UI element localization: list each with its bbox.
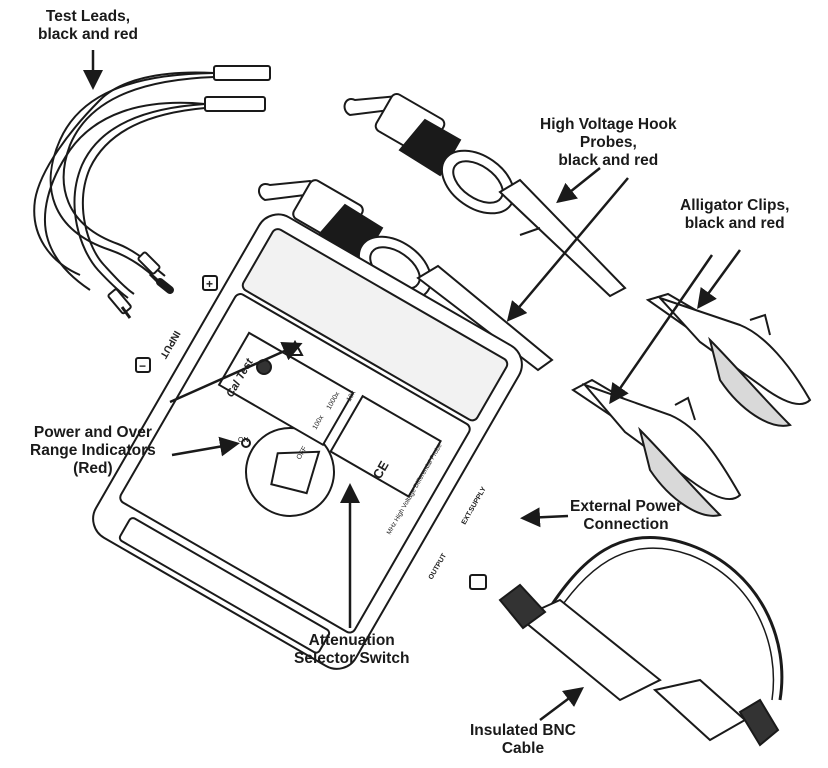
label-test-leads-line-1: Test Leads, bbox=[45, 8, 131, 25]
label-hook-probes-line-1: High Voltage Hook bbox=[540, 116, 677, 133]
label-test-leads: Test Leads, black and red bbox=[38, 8, 138, 44]
bnc-cable bbox=[498, 535, 784, 747]
device-on-label: ON bbox=[238, 437, 249, 444]
label-test-leads-line-2: black and red bbox=[38, 26, 138, 43]
label-hook-probes-line-2: Probes, bbox=[579, 134, 637, 151]
probe-body bbox=[92, 213, 523, 670]
label-bnc-cable-line-2: Cable bbox=[501, 740, 545, 757]
label-indicators: Power and Over Range Indicators (Red) bbox=[30, 424, 156, 478]
label-bnc-cable: Insulated BNC Cable bbox=[470, 722, 576, 758]
label-bnc-cable-line-1: Insulated BNC bbox=[470, 722, 576, 739]
label-hook-probes-line-3: black and red bbox=[558, 152, 659, 169]
alligator-clip-lower bbox=[571, 378, 742, 517]
label-alligator-clips-line-2: black and red bbox=[684, 215, 785, 232]
label-external-power: External Power Connection bbox=[570, 498, 682, 534]
label-hook-probes: High Voltage Hook Probes, black and red bbox=[540, 116, 677, 170]
device-minus-label: − bbox=[139, 359, 146, 373]
label-attenuation: Attenuation Selector Switch bbox=[294, 632, 409, 668]
label-indicators-line-1: Power and Over bbox=[33, 424, 152, 441]
device-input-label: INPUT bbox=[157, 329, 182, 360]
device-output: OUTPUT bbox=[428, 552, 449, 581]
label-indicators-line-2: Range Indicators bbox=[30, 442, 156, 459]
device-range-10: 10x bbox=[346, 389, 358, 403]
label-external-power-line-2: Connection bbox=[583, 516, 669, 533]
label-alligator-clips-line-1: Alligator Clips, bbox=[680, 197, 790, 214]
callout-arrows bbox=[83, 50, 742, 721]
test-leads bbox=[33, 65, 271, 319]
label-alligator-clips: Alligator Clips, black and red bbox=[680, 197, 789, 233]
hook-probe-upper bbox=[343, 93, 627, 298]
label-attenuation-line-2: Selector Switch bbox=[294, 650, 410, 667]
label-attenuation-line-1: Attenuation bbox=[308, 632, 395, 649]
alligator-clip-upper bbox=[645, 292, 812, 427]
label-external-power-line-1: External Power bbox=[570, 498, 682, 515]
device-plus-label: + bbox=[206, 277, 213, 291]
label-indicators-line-3: (Red) bbox=[73, 460, 113, 477]
device-ext-supply: EXT.SUPPLY bbox=[461, 486, 488, 526]
